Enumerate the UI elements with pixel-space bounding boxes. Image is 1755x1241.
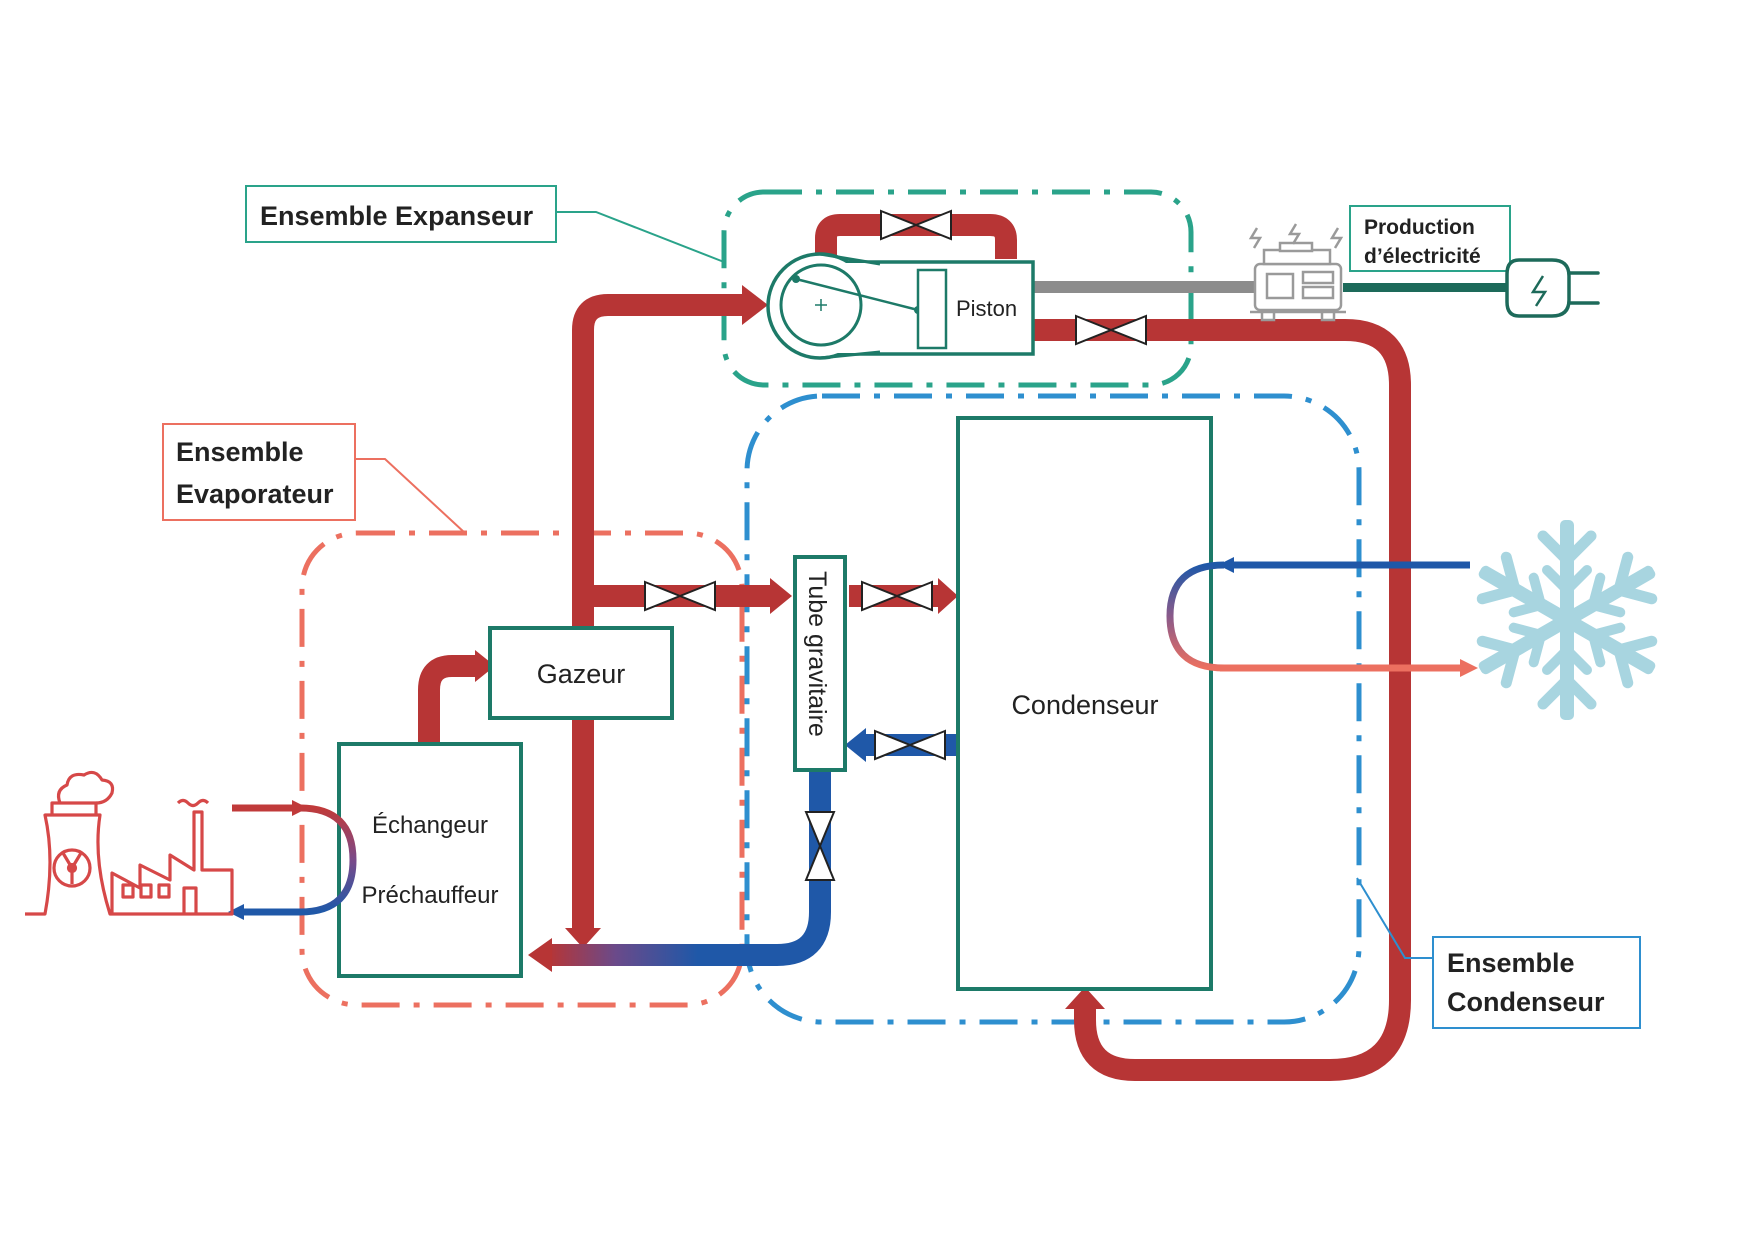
evaporateur-callout-box xyxy=(162,423,356,521)
condenseur-label: Condenseur xyxy=(1011,690,1158,720)
cold-heat-loop xyxy=(1166,557,1478,677)
evaporateur-callout-line1: Ensemble xyxy=(176,437,304,467)
condenseur-box xyxy=(956,416,1213,991)
bottom-return-arrowhead xyxy=(528,938,552,972)
expanseur-callout-box xyxy=(245,185,557,243)
tube-gravitaire-label: Tube gravitaire xyxy=(803,571,831,737)
bottom-return-pipe xyxy=(548,770,831,966)
condenser-group-outline xyxy=(744,393,1362,1025)
condenseur-callout-line1: Ensemble xyxy=(1447,948,1575,978)
gazeur-box xyxy=(488,626,674,720)
production-callout-line1: Production xyxy=(1364,216,1475,239)
condenseur-callout-box xyxy=(1432,936,1641,1029)
expanseur-callout-text: Ensemble Expanseur xyxy=(260,201,534,231)
generator-icon xyxy=(1248,223,1346,322)
echangeur-label: Échangeur xyxy=(372,812,488,839)
production-callout-line2: d’électricité xyxy=(1364,245,1481,268)
evaporateur-callout-line xyxy=(356,458,466,534)
factory-heat-loop xyxy=(228,800,357,920)
tube-gravitaire-box xyxy=(793,555,847,772)
echangeur-box xyxy=(337,742,523,978)
valve-icon[interactable] xyxy=(644,580,716,612)
shaft xyxy=(1033,281,1255,293)
evaporateur-callout-line2: Evaporateur xyxy=(176,479,334,509)
valve-icon[interactable] xyxy=(874,729,946,761)
plug-icon xyxy=(1505,258,1600,318)
hot-arrowheads xyxy=(475,285,1105,1009)
condenser-to-tube-arrowhead xyxy=(845,728,866,762)
production-callout-box xyxy=(1349,205,1511,272)
piston-label: Piston xyxy=(956,296,1017,321)
gazeur-label: Gazeur xyxy=(537,659,626,689)
valve-icon[interactable] xyxy=(861,580,933,612)
expander-piston-unit: Piston xyxy=(766,252,1035,360)
piston-head xyxy=(916,268,948,350)
condenseur-callout-line2: Condenseur xyxy=(1447,987,1605,1017)
valve-icon[interactable] xyxy=(880,209,952,241)
expanseur-callout-line xyxy=(557,211,725,263)
valve-icon[interactable] xyxy=(804,811,836,881)
cable xyxy=(1343,283,1518,292)
valve-icon[interactable] xyxy=(1075,314,1147,346)
condenseur-callout-line xyxy=(1356,877,1433,959)
prechauffeur-label: Préchauffeur xyxy=(362,882,499,909)
evaporator-group-outline xyxy=(299,530,745,1008)
factory-icon xyxy=(25,770,234,916)
snowflake-icon xyxy=(1468,520,1665,720)
